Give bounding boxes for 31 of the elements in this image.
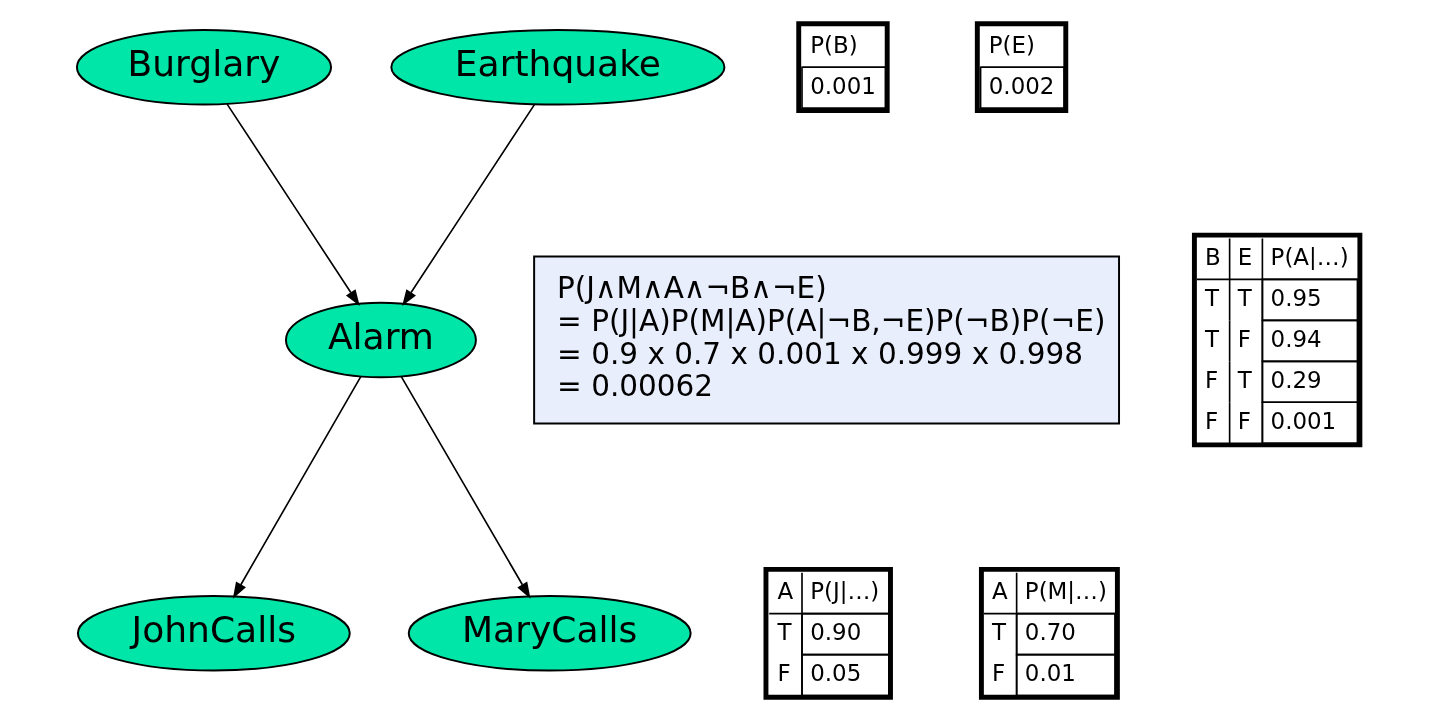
- label: 0.29: [1270, 366, 1322, 393]
- label: 0.05: [809, 660, 861, 687]
- label: 0.01: [1024, 660, 1076, 687]
- label: P(M|…): [1024, 578, 1107, 605]
- label: P(B): [809, 31, 858, 58]
- label: F: [1237, 407, 1251, 434]
- label: B: [1204, 243, 1221, 270]
- label: A: [776, 578, 793, 605]
- label: 0.90: [809, 619, 861, 646]
- label: T: [1204, 284, 1219, 311]
- label: F: [1237, 325, 1251, 352]
- label: P(A|…): [1270, 243, 1349, 270]
- label: 0.001: [809, 72, 876, 99]
- label: T: [1237, 366, 1252, 393]
- label: F: [776, 660, 791, 687]
- label: 0.94: [1270, 325, 1322, 352]
- label: F: [1204, 366, 1218, 393]
- label: 0.70: [1024, 619, 1076, 646]
- label: P(J|…): [809, 578, 879, 605]
- label: T: [1204, 325, 1219, 352]
- label: F: [991, 660, 1005, 687]
- label: F: [1204, 407, 1218, 434]
- label: 0.002: [988, 72, 1054, 99]
- label: T: [1237, 284, 1252, 311]
- label: T: [991, 619, 1006, 646]
- label: 0.001: [1270, 407, 1336, 434]
- label: A: [991, 578, 1008, 605]
- label: T: [776, 619, 791, 646]
- label: E: [1237, 243, 1252, 270]
- label: P(E): [988, 31, 1035, 58]
- label: 0.95: [1270, 284, 1322, 311]
